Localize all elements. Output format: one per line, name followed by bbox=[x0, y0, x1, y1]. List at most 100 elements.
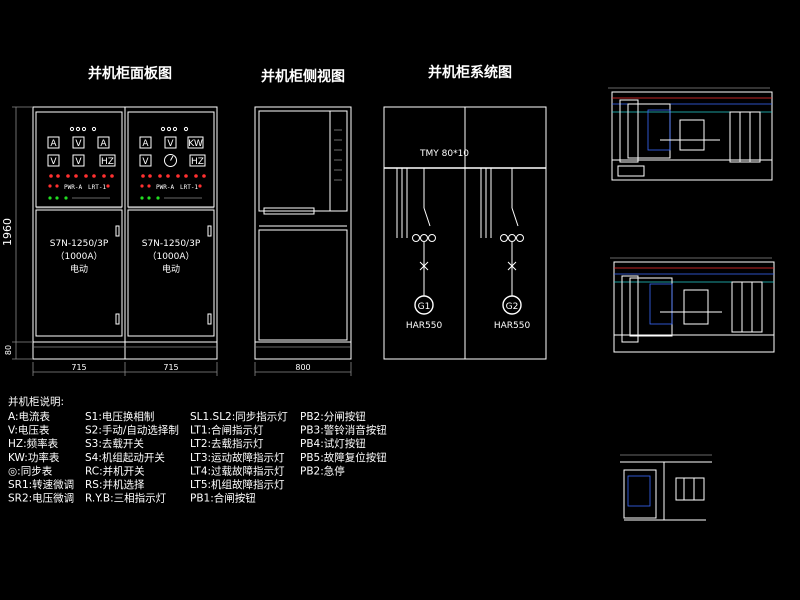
legend-item: LT4:过载故障指示灯 bbox=[190, 464, 285, 477]
meter-ammeter bbox=[47, 136, 60, 149]
title-system-view: 并机柜系统图 bbox=[428, 64, 512, 81]
breaker-current: （1000A） bbox=[55, 251, 102, 262]
generator-model: HAR550 bbox=[406, 321, 443, 331]
breaker-model: S7N-1250/3P bbox=[142, 239, 201, 249]
door-handle bbox=[207, 225, 212, 237]
side-base bbox=[254, 341, 352, 360]
meter-label: V bbox=[75, 157, 82, 167]
generator-icon bbox=[502, 295, 522, 315]
legend-item: RS:并机选择 bbox=[85, 478, 145, 491]
meter-label: HZ bbox=[191, 157, 204, 167]
legend-item: S1:电压换相制 bbox=[85, 410, 154, 423]
side-upper-compartment bbox=[258, 110, 348, 212]
meter-label: A bbox=[100, 139, 107, 149]
door-handle bbox=[207, 313, 212, 325]
legend-item: LT3:运动故障指示灯 bbox=[190, 451, 285, 464]
meter-ammeter bbox=[97, 136, 110, 149]
cabinet-1: A V A V V HZ PWR-A LR bbox=[35, 111, 123, 337]
meter-voltmeter bbox=[72, 136, 85, 149]
legend-item: HZ:频率表 bbox=[8, 437, 59, 450]
legend-item: LT2:去载指示灯 bbox=[190, 437, 264, 450]
legend-item: A:电流表 bbox=[8, 410, 51, 423]
cabinet-2-door bbox=[127, 209, 215, 337]
side-busbar bbox=[263, 207, 315, 215]
dimension-height: 1960 bbox=[1, 218, 14, 246]
legend-item: S2:手动/自动选择制 bbox=[85, 424, 179, 437]
meter-label: A bbox=[50, 139, 57, 149]
meter-ammeter bbox=[139, 136, 152, 149]
meter-label: V bbox=[50, 157, 57, 167]
legend-item: ◎:同步表 bbox=[8, 464, 53, 477]
legend-item: LT1:合闸指示灯 bbox=[190, 424, 264, 437]
dimension-depth: 800 bbox=[295, 363, 310, 372]
legend-heading: 并机柜说明: bbox=[8, 395, 64, 408]
door-handle bbox=[115, 313, 120, 325]
door-handle bbox=[115, 225, 120, 237]
legend-item: R.Y.B:三相指示灯 bbox=[85, 492, 167, 505]
mini-label: LRT-1 bbox=[180, 184, 198, 191]
legend-item: RC:并机开关 bbox=[85, 464, 145, 477]
legend-item: PB4:试灯按钮 bbox=[300, 437, 366, 450]
meter-label: A bbox=[142, 139, 149, 149]
meter-kw bbox=[47, 154, 60, 167]
legend-item: PB2:分闸按钮 bbox=[300, 410, 366, 423]
busbar-label: TMY 80*10 bbox=[419, 149, 469, 159]
mini-label: PWR-A bbox=[156, 184, 174, 191]
generator-model: HAR550 bbox=[494, 321, 531, 331]
schematic-thumbnail-1 bbox=[608, 87, 773, 181]
meter-label: KW bbox=[188, 139, 203, 149]
breaker-type: 电动 bbox=[70, 263, 88, 275]
feeder-2: G2 HAR550 bbox=[480, 168, 531, 331]
breaker-type: 电动 bbox=[162, 263, 180, 275]
legend-item: S4:机组起动开关 bbox=[85, 451, 165, 464]
title-side-view: 并机柜侧视图 bbox=[261, 68, 345, 85]
cabinet-1-lamps bbox=[69, 126, 97, 132]
side-rail bbox=[334, 129, 342, 181]
breaker-model: S7N-1250/3P bbox=[50, 239, 109, 249]
side-view: 800 bbox=[254, 106, 352, 376]
mini-label: PWR-A bbox=[64, 184, 82, 191]
legend-item: KW:功率表 bbox=[8, 451, 60, 464]
generator-name: G2 bbox=[506, 302, 519, 312]
breaker-current: （1000A） bbox=[147, 251, 194, 262]
meter-voltmeter bbox=[72, 154, 85, 167]
legend-item: SR1:转速微调 bbox=[8, 478, 74, 491]
mini-label: LRT-1 bbox=[88, 184, 106, 191]
cabinet-1-door bbox=[35, 209, 123, 337]
meter-label: V bbox=[75, 139, 82, 149]
legend-item: V:电压表 bbox=[8, 424, 50, 437]
cabinet-2-indicators: PWR-A LRT-1 bbox=[140, 174, 206, 200]
legend: 并机柜说明: A:电流表V:电压表HZ:频率表KW:功率表◎:同步表SR1:转速… bbox=[8, 395, 387, 505]
dimension-width-left: 715 bbox=[71, 363, 86, 372]
meter-kw bbox=[187, 136, 204, 149]
side-outer-frame bbox=[254, 106, 352, 360]
legend-item: SR2:电压微调 bbox=[8, 492, 74, 505]
legend-item: PB5:故障复位按钮 bbox=[300, 451, 387, 464]
dimension-width-right: 715 bbox=[163, 363, 178, 372]
cabinet-2-upper-panel bbox=[127, 111, 215, 208]
meter-label: V bbox=[142, 157, 149, 167]
generator-icon bbox=[414, 295, 434, 315]
meter-frequency bbox=[99, 154, 116, 167]
meter-label: HZ bbox=[101, 157, 114, 167]
legend-item: S3:去载开关 bbox=[85, 437, 144, 450]
title-panel-view: 并机柜面板图 bbox=[88, 65, 172, 82]
panel-front-view: A V A V V HZ PWR-A LR bbox=[1, 106, 218, 376]
legend-item: LT5:机组故障指示灯 bbox=[190, 478, 285, 491]
horizontal-dimension: 715 715 bbox=[32, 362, 218, 376]
schematic-thumbnail-3 bbox=[620, 454, 712, 521]
panel-base bbox=[32, 341, 218, 360]
dimension-base: 80 bbox=[4, 345, 13, 355]
cabinet-1-indicators: PWR-A LRT-1 bbox=[48, 174, 114, 200]
legend-item: PB3:警铃消音按钮 bbox=[300, 424, 387, 437]
cabinet-2: A V KW V HZ PWR-A LRT-1 bbox=[127, 111, 215, 337]
meter-frequency bbox=[189, 154, 206, 167]
cabinet-2-lamps bbox=[160, 126, 189, 132]
schematic-thumbnail-2 bbox=[610, 257, 775, 353]
legend-item: SL1.SL2:同步指示灯 bbox=[190, 410, 288, 423]
vertical-dimension: 1960 80 bbox=[1, 106, 33, 360]
cabinet-1-upper-panel bbox=[35, 111, 123, 208]
feeder-1: G1 HAR550 bbox=[396, 168, 443, 331]
meter-voltmeter bbox=[164, 136, 177, 149]
